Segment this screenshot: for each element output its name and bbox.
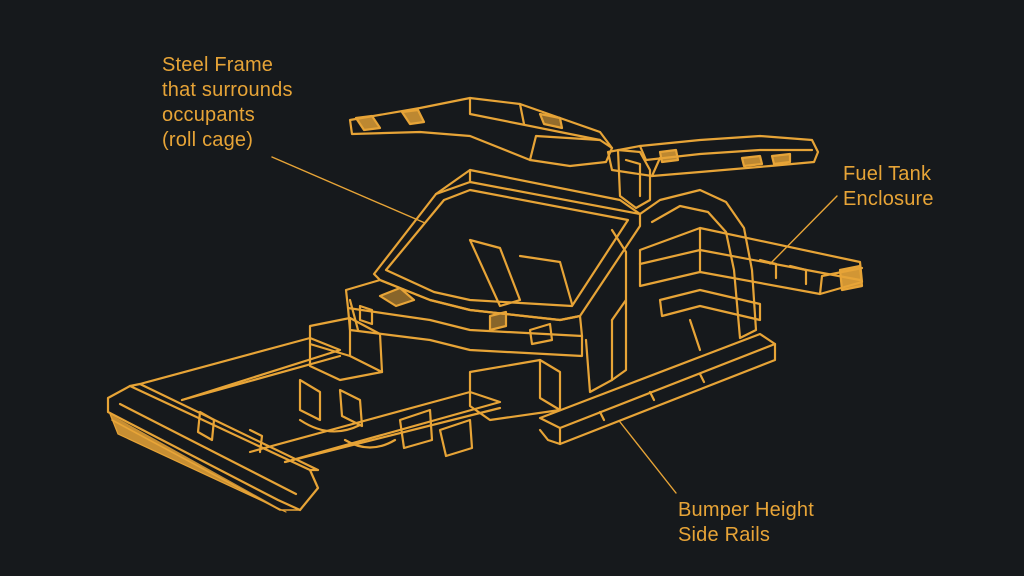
fuel-tank-callout-line-2: Enclosure bbox=[843, 188, 934, 210]
roll-cage-callout-line-4: (roll cage) bbox=[162, 129, 254, 151]
fuel-tank-enclosure bbox=[638, 226, 864, 352]
side-rails-callout: Bumper Height Side Rails bbox=[678, 498, 814, 548]
roll-cage-callout: Steel Frame that surrounds occupants (ro… bbox=[162, 53, 293, 153]
front-rails bbox=[138, 336, 502, 464]
side-rails bbox=[538, 332, 777, 446]
roll-cage-leader bbox=[271, 156, 426, 224]
roll-cage-callout-line-1: Steel Frame bbox=[162, 54, 274, 76]
side-rails-callout-line-2: Side Rails bbox=[678, 524, 771, 546]
roll-cage-callout-line-2: that surrounds bbox=[162, 79, 293, 101]
fuel-tank-callout: Fuel Tank Enclosure bbox=[843, 162, 934, 212]
side-rails-callout-line-1: Bumper Height bbox=[678, 499, 814, 521]
left-door-frame bbox=[348, 96, 614, 168]
fuel-tank-callout-line-1: Fuel Tank bbox=[843, 163, 932, 185]
fuel-tank-leader bbox=[769, 195, 838, 265]
roll-cage-callout-line-3: occupants bbox=[162, 104, 255, 126]
front-bumper bbox=[106, 382, 320, 513]
callout-leader-lines bbox=[271, 156, 838, 494]
roll-cage bbox=[344, 148, 758, 394]
right-door-frame bbox=[606, 134, 820, 178]
side-rails-leader bbox=[619, 421, 677, 494]
